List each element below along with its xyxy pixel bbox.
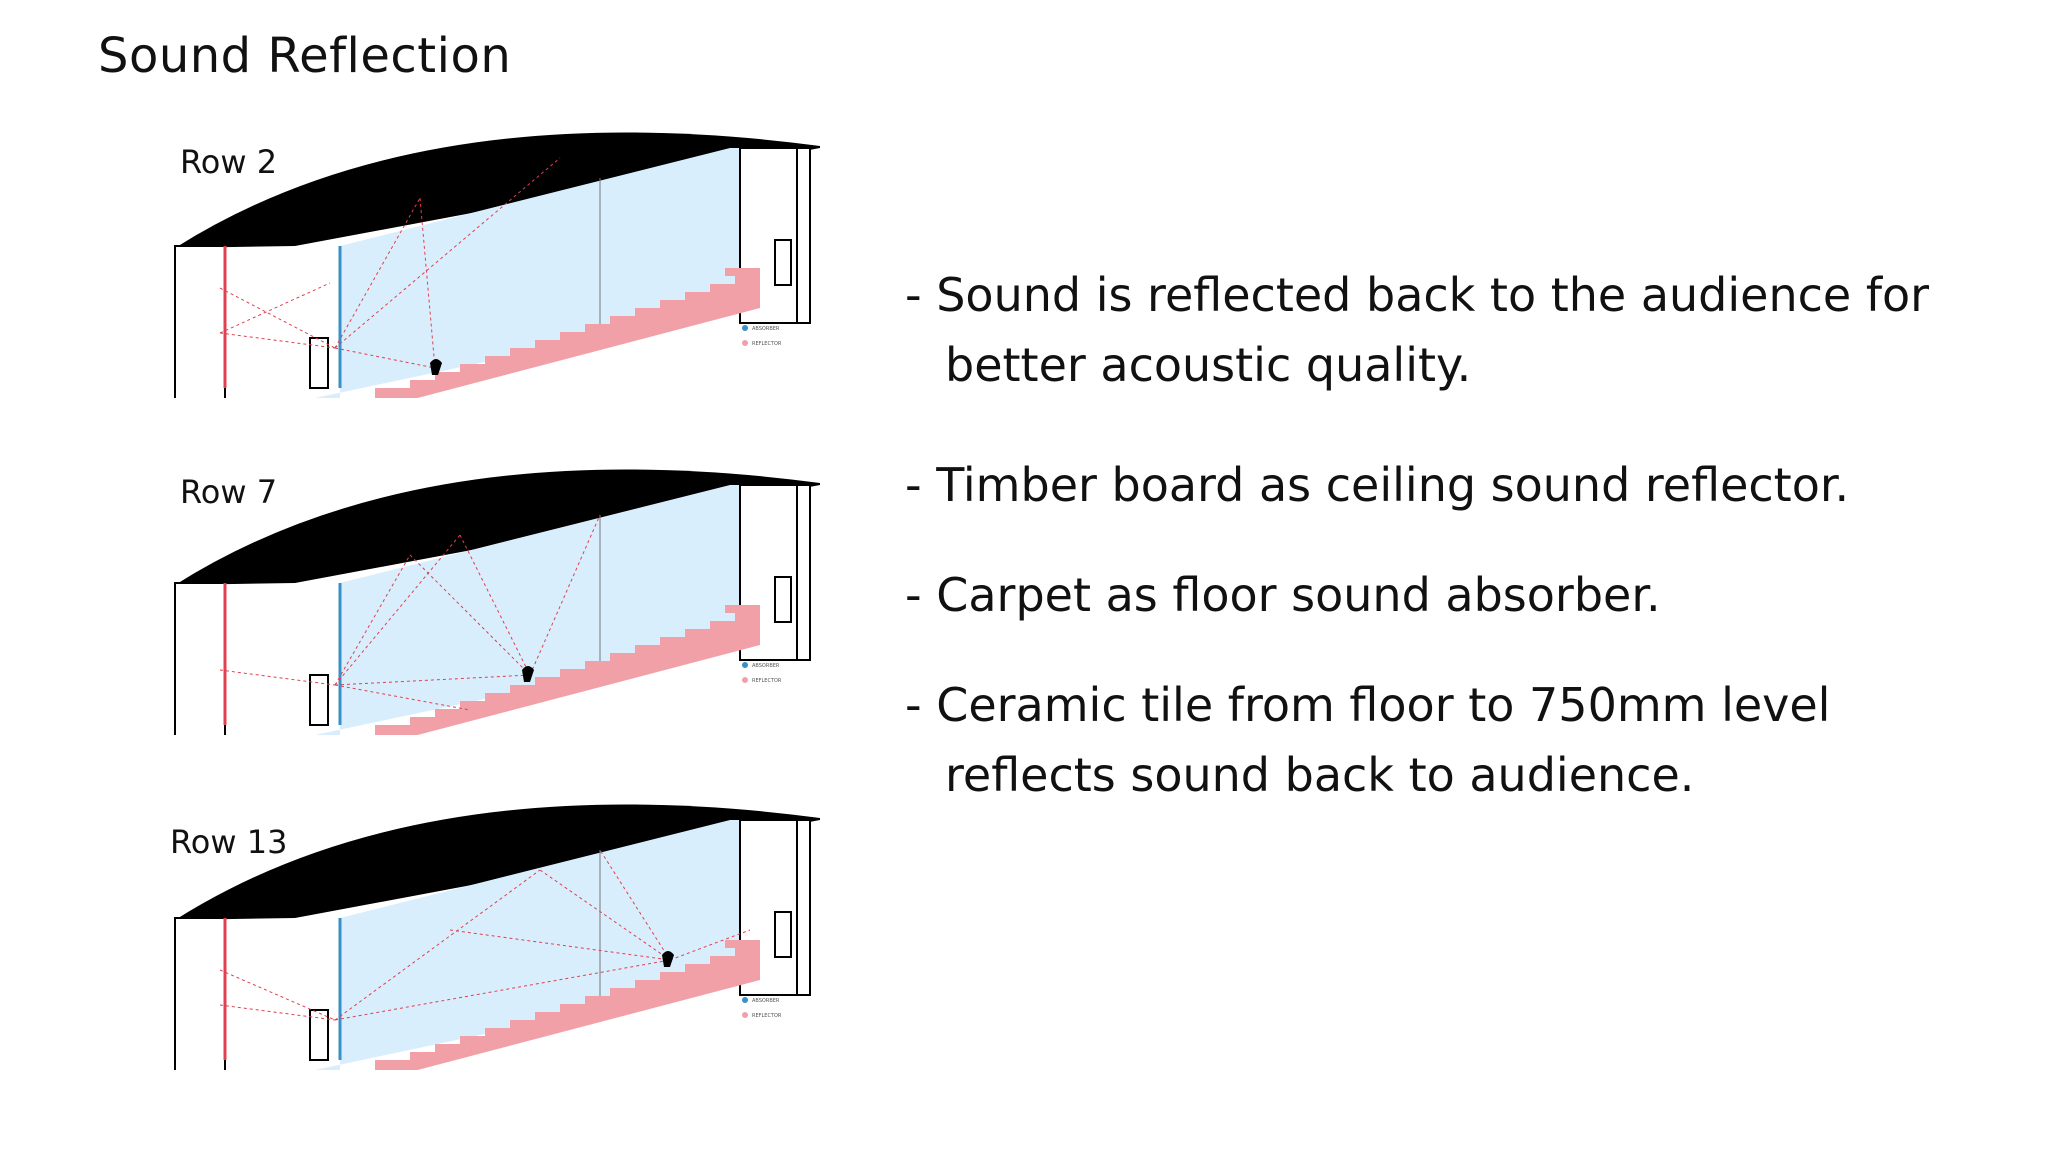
section-diagram-row-2: ABSORBER REFLECTOR — [170, 118, 830, 398]
legend-reflector-label: REFLECTOR — [752, 678, 782, 684]
rear-door — [774, 239, 792, 286]
section-diagram-row-7: ABSORBER REFLECTOR — [170, 455, 830, 735]
person-figure — [522, 666, 534, 682]
rear-door — [774, 576, 792, 623]
row-label-row-7: Row 7 — [180, 473, 278, 511]
seating-tiers — [375, 605, 760, 735]
auditorium-section-svg: ABSORBER REFLECTOR — [174, 469, 820, 735]
legend-reflector-dot — [742, 340, 748, 346]
legend-absorber-label: ABSORBER — [752, 326, 780, 332]
hall-interior — [315, 148, 740, 398]
legend-absorber-dot — [742, 325, 748, 331]
hall-interior — [315, 820, 740, 1070]
slide-title: Sound Reflection — [98, 28, 512, 84]
legend-reflector-dot — [742, 1012, 748, 1018]
rear-door — [774, 911, 792, 958]
bullet-item: - Timber board as ceiling sound reflecto… — [905, 458, 1850, 512]
curved-ceiling — [175, 804, 820, 920]
legend-absorber-label: ABSORBER — [752, 998, 780, 1004]
row-label-row-2: Row 2 — [180, 143, 278, 181]
bullet-item: - Ceramic tile from floor to 750mm level… — [905, 678, 1831, 802]
legend-absorber-label: ABSORBER — [752, 663, 780, 669]
bullet-list: - Sound is reflected back to the audienc… — [905, 260, 2015, 880]
person-figure — [662, 951, 674, 967]
stage-door — [309, 337, 329, 389]
legend-reflector-label: REFLECTOR — [752, 341, 782, 347]
stage-door — [309, 1009, 329, 1061]
seating-tiers — [375, 940, 760, 1070]
section-diagram-row-13: ABSORBER REFLECTOR — [170, 790, 830, 1070]
stage-door — [309, 674, 329, 726]
auditorium-section-svg: ABSORBER REFLECTOR — [174, 132, 820, 398]
seating-tiers — [375, 268, 760, 398]
person-figure — [430, 359, 442, 375]
stage-box — [174, 582, 226, 735]
bullet-item: - Sound is reflected back to the audienc… — [905, 268, 1930, 392]
curved-ceiling — [175, 469, 820, 585]
legend-absorber-dot — [742, 997, 748, 1003]
auditorium-section-svg: ABSORBER REFLECTOR — [174, 804, 820, 1070]
row-label-row-13: Row 13 — [170, 823, 288, 861]
stage-box — [174, 917, 226, 1070]
legend-reflector-label: REFLECTOR — [752, 1013, 782, 1019]
legend-reflector-dot — [742, 677, 748, 683]
hall-interior — [315, 485, 740, 735]
stage-box — [174, 245, 226, 398]
legend-absorber-dot — [742, 662, 748, 668]
bullet-item: - Carpet as floor sound absorber. — [905, 568, 1661, 622]
curved-ceiling — [175, 132, 820, 248]
